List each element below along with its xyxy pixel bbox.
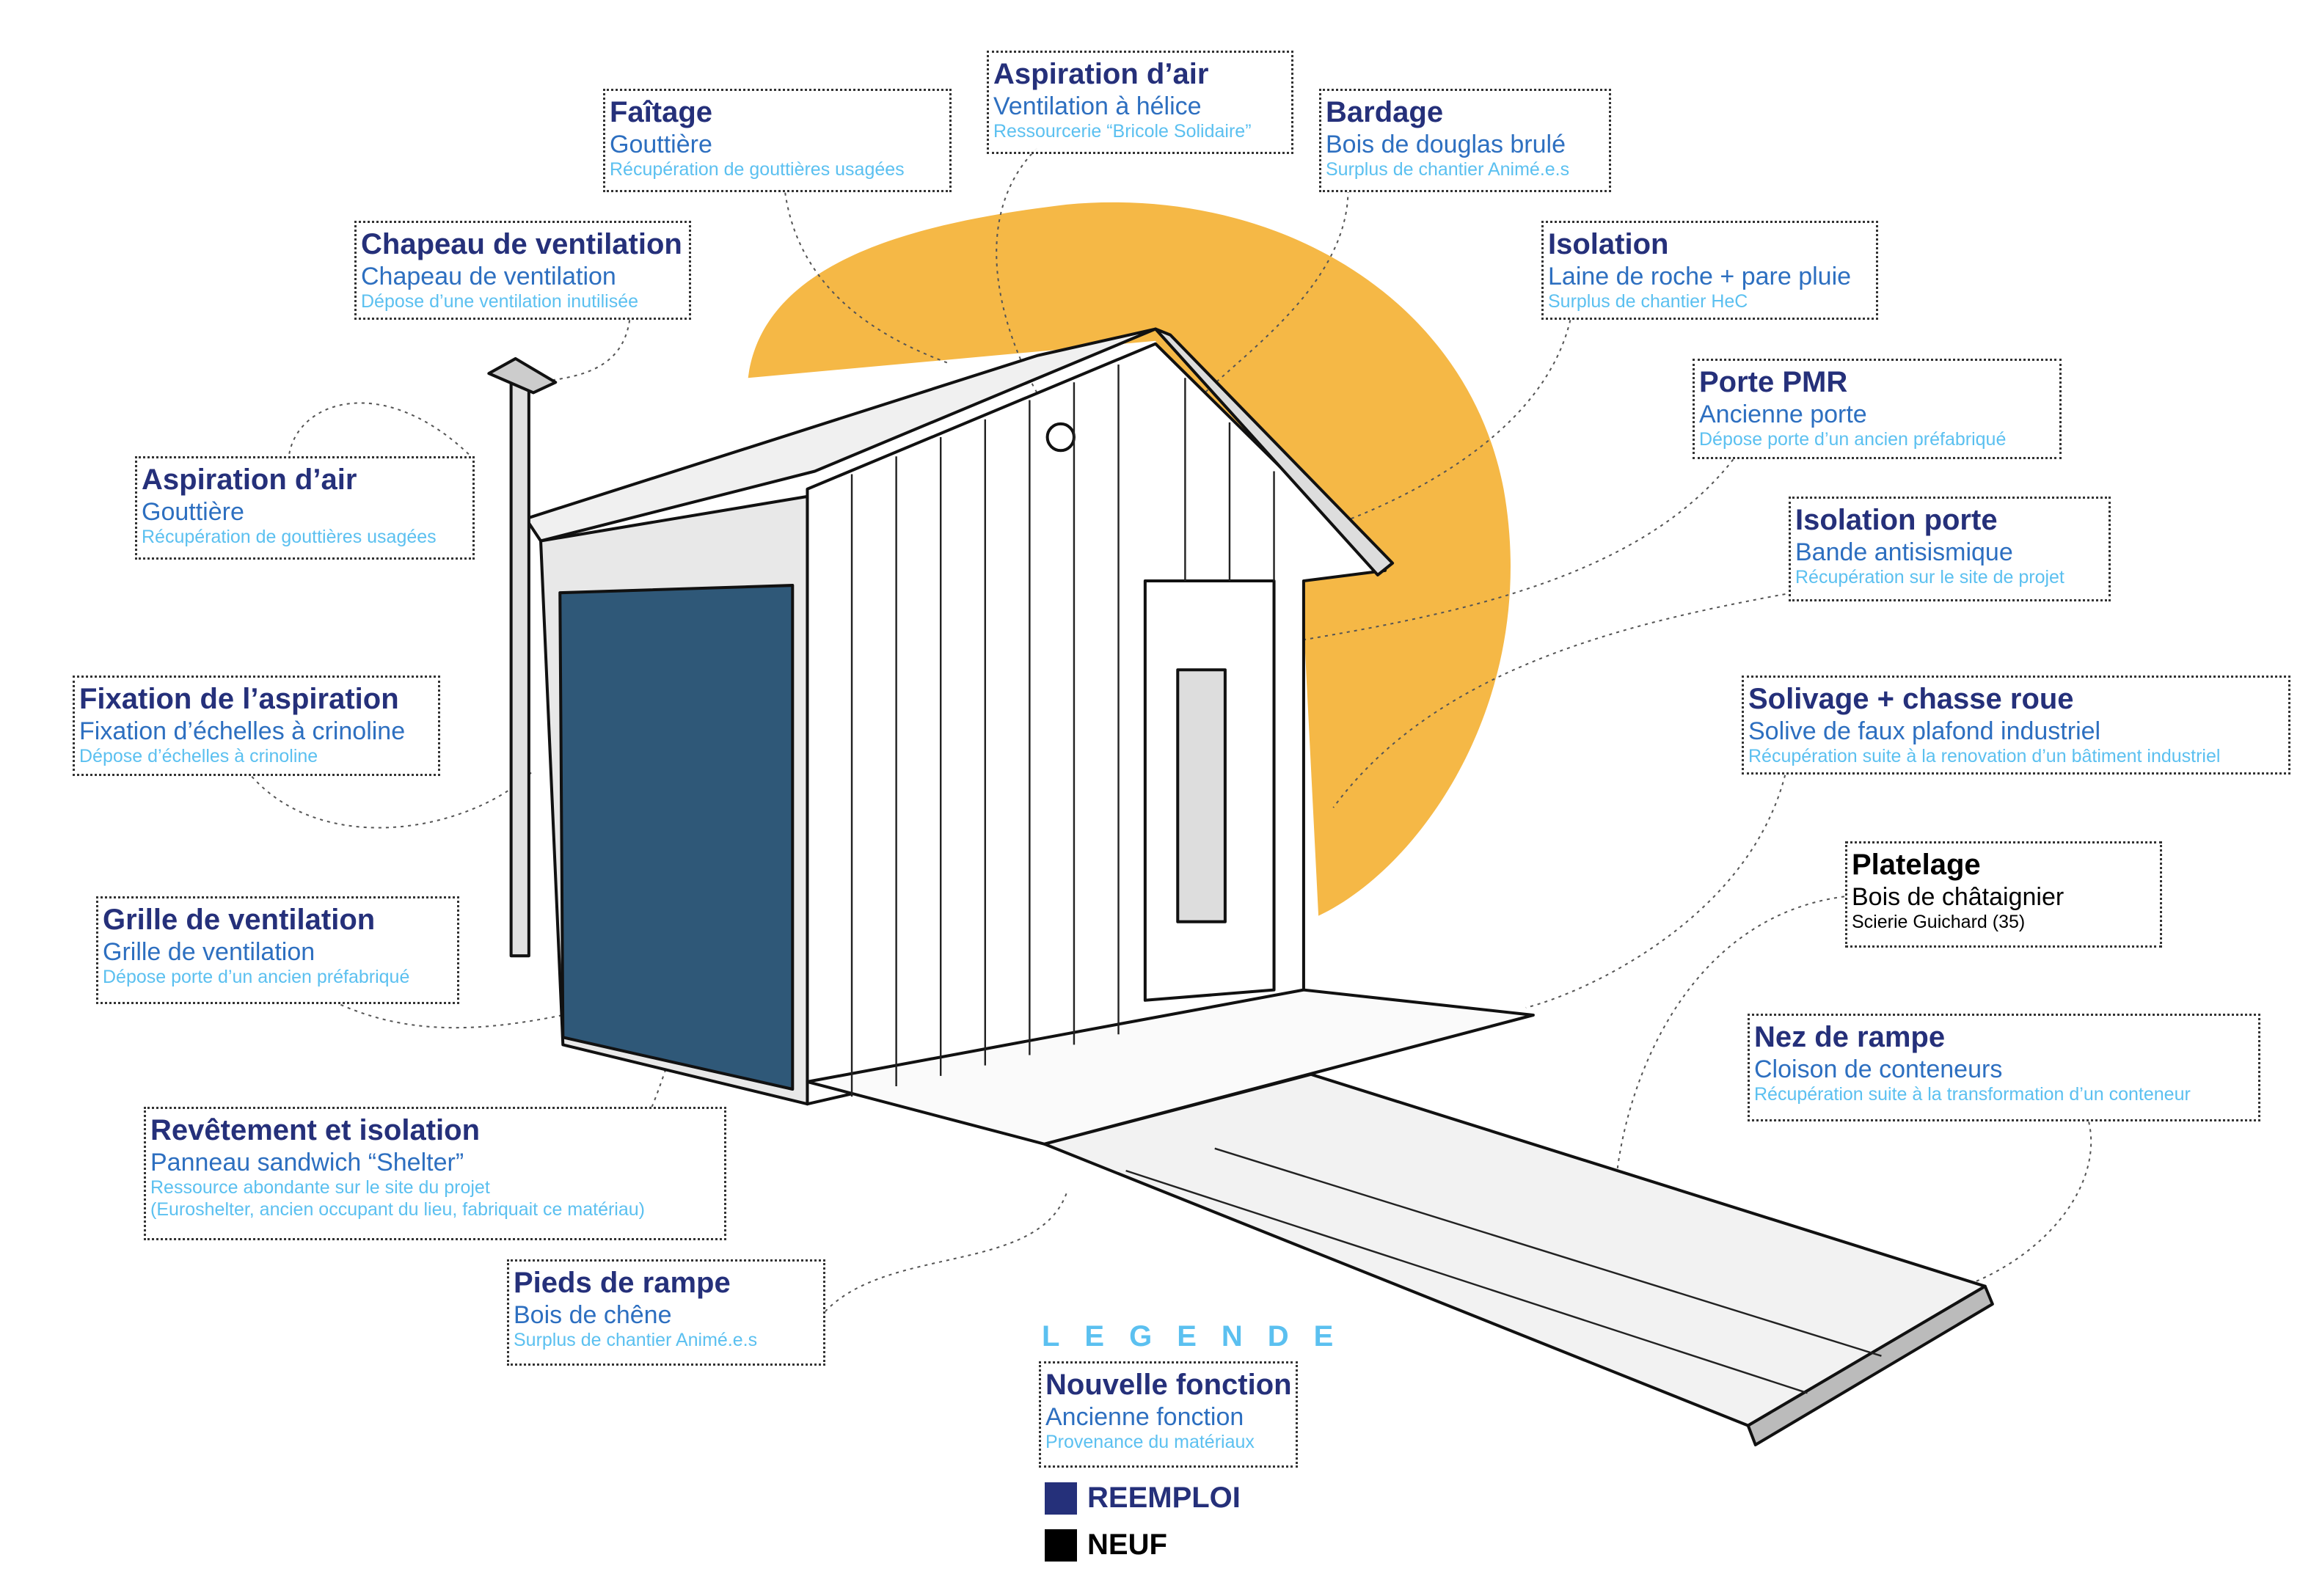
label-title: Nez de rampe	[1754, 1021, 1946, 1053]
label-title: Revêtement et isolation	[150, 1114, 481, 1146]
leader-lines	[251, 147, 2092, 1312]
label-pieds-rampe: Pieds de rampe Bois de chêne Surplus de …	[507, 1259, 825, 1366]
label-isolation-porte: Isolation porte Bande antisismique Récup…	[1789, 497, 2111, 601]
label-bardage: Bardage Bois de douglas brulé Surplus de…	[1319, 89, 1611, 192]
legend-neuf: NEUF	[1045, 1529, 1167, 1562]
label-source: Dépose porte d’un ancien préfabriqué	[1699, 429, 2007, 450]
label-source: Surplus de chantier Animé.e.s	[1326, 159, 1570, 180]
label-aspiration-top: Aspiration d’air Ventilation à hélice Re…	[987, 51, 1293, 154]
label-source: Récupération de gouttières usagées	[610, 159, 905, 180]
label-source: Ressourcerie “Bricole Solidaire”	[993, 121, 1252, 142]
label-source: Dépose porte d’un ancien préfabriqué	[103, 967, 410, 988]
label-fixation: Fixation de l’aspiration Fixation d’éche…	[73, 676, 440, 776]
label-source: Dépose d’échelles à crinoline	[79, 746, 318, 767]
label-title: Chapeau de ventilation	[361, 228, 682, 260]
label-source: Dépose d’une ventilation inutilisée	[361, 291, 639, 312]
neuf-swatch	[1045, 1529, 1077, 1562]
label-title: Faîtage	[610, 96, 713, 128]
label-source: Récupération de gouttières usagées	[142, 527, 437, 548]
label-source: Surplus de chantier Animé.e.s	[514, 1330, 758, 1351]
label-old-function: Ventilation à hélice	[993, 92, 1202, 121]
label-old-function: Gouttière	[142, 498, 244, 527]
label-aspiration-left: Aspiration d’air Gouttière Récupération …	[135, 456, 475, 560]
label-source: Ressource abondante sur le site du proje…	[150, 1177, 490, 1198]
label-old-function: Solive de faux plafond industriel	[1748, 717, 2101, 746]
label-title: Aspiration d’air	[993, 58, 1209, 90]
reemploi-swatch	[1045, 1482, 1077, 1515]
label-old-function: Ancienne porte	[1699, 400, 1867, 429]
front-roof-edge	[1153, 327, 1395, 576]
label-title: Bardage	[1326, 96, 1444, 128]
label-nez-rampe: Nez de rampe Cloison de conteneurs Récup…	[1748, 1014, 2260, 1121]
label-source: Scierie Guichard (35)	[1852, 912, 2026, 933]
label-old-function: Bois de châtaignier	[1852, 883, 2064, 912]
label-old-function: Cloison de conteneurs	[1754, 1055, 2003, 1084]
label-chapeau: Chapeau de ventilation Chapeau de ventil…	[354, 221, 691, 320]
legend-source: Provenance du matériaux	[1045, 1432, 1255, 1453]
label-platelage: Platelage Bois de châtaignier Scierie Gu…	[1845, 841, 2162, 948]
deck	[806, 988, 1535, 1146]
left-roof	[524, 327, 1158, 543]
label-source: Récupération sur le site de projet	[1795, 567, 2064, 588]
legend-key-box: Nouvelle fonction Ancienne fonction Prov…	[1039, 1361, 1298, 1468]
label-porte-pmr: Porte PMR Ancienne porte Dépose porte d’…	[1693, 359, 2062, 459]
neuf-label: NEUF	[1087, 1529, 1167, 1561]
door-window	[1176, 668, 1227, 923]
legend-old-function: Ancienne fonction	[1045, 1403, 1244, 1432]
label-title: Platelage	[1852, 849, 1981, 881]
label-title: Isolation	[1548, 228, 1669, 260]
ventilation-pipe	[509, 376, 530, 958]
label-old-function: Panneau sandwich “Shelter”	[150, 1149, 464, 1177]
label-title: Porte PMR	[1699, 366, 1848, 398]
label-title: Fixation de l’aspiration	[79, 683, 399, 715]
legend-reemploi: REEMPLOI	[1045, 1482, 1241, 1515]
label-old-function: Fixation d’échelles à crinoline	[79, 717, 406, 746]
label-old-function: Bande antisismique	[1795, 538, 2013, 567]
label-old-function: Grille de ventilation	[103, 938, 315, 967]
label-title: Isolation porte	[1795, 504, 1998, 536]
label-grille: Grille de ventilation Grille de ventilat…	[96, 896, 459, 1004]
cladding-boards	[850, 365, 1882, 1394]
label-title: Solivage + chasse roue	[1748, 683, 2074, 715]
label-source: Récupération suite à la renovation d’un …	[1748, 746, 2221, 767]
label-title: Pieds de rampe	[514, 1267, 731, 1299]
label-source: Récupération suite à la transformation d…	[1754, 1084, 2191, 1105]
legend-title: LEGENDE	[1042, 1320, 1359, 1352]
ventilation-cap	[487, 356, 558, 395]
label-isolation: Isolation Laine de roche + pare pluie Su…	[1541, 221, 1878, 320]
label-revetement: Revêtement et isolation Panneau sandwich…	[144, 1107, 726, 1240]
label-title: Aspiration d’air	[142, 464, 357, 496]
legend-new-function: Nouvelle fonction	[1045, 1369, 1292, 1401]
label-old-function: Bois de douglas brulé	[1326, 131, 1566, 159]
label-faitage: Faîtage Gouttière Récupération de goutti…	[603, 89, 952, 192]
label-solivage: Solivage + chasse roue Solive de faux pl…	[1742, 676, 2290, 775]
sandwich-panel	[558, 584, 795, 1091]
sun-shape	[748, 202, 1511, 916]
label-old-function: Laine de roche + pare pluie	[1548, 263, 1852, 291]
label-source: Surplus de chantier HeC	[1548, 291, 1748, 312]
label-old-function: Chapeau de ventilation	[361, 263, 616, 291]
label-title: Grille de ventilation	[103, 904, 376, 936]
label-old-function: Bois de chêne	[514, 1301, 672, 1330]
reemploi-label: REEMPLOI	[1087, 1482, 1241, 1514]
label-old-function: Gouttière	[610, 131, 712, 159]
label-source-detail: (Euroshelter, ancien occupant du lieu, f…	[150, 1198, 645, 1220]
ventilation-fan	[1045, 422, 1076, 453]
ramp-nose	[1746, 1284, 1994, 1446]
